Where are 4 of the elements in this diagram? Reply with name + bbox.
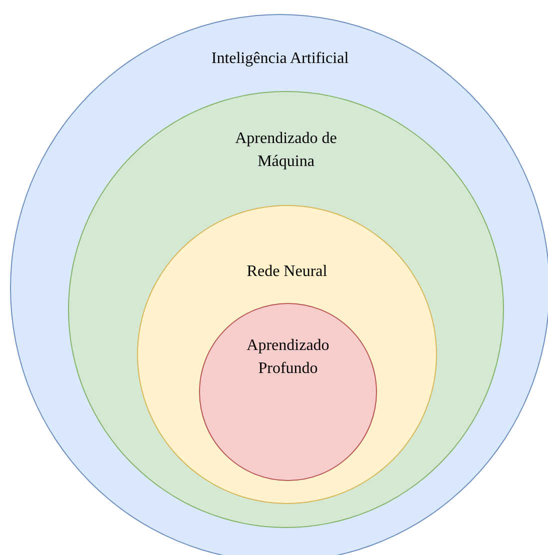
circle-label: Aprendizado Profundo <box>246 336 330 379</box>
circle-label: Inteligência Artificial <box>210 49 350 69</box>
circle-label: Aprendizado de Máquina <box>234 129 338 172</box>
circle-label: Rede Neural <box>246 262 328 282</box>
